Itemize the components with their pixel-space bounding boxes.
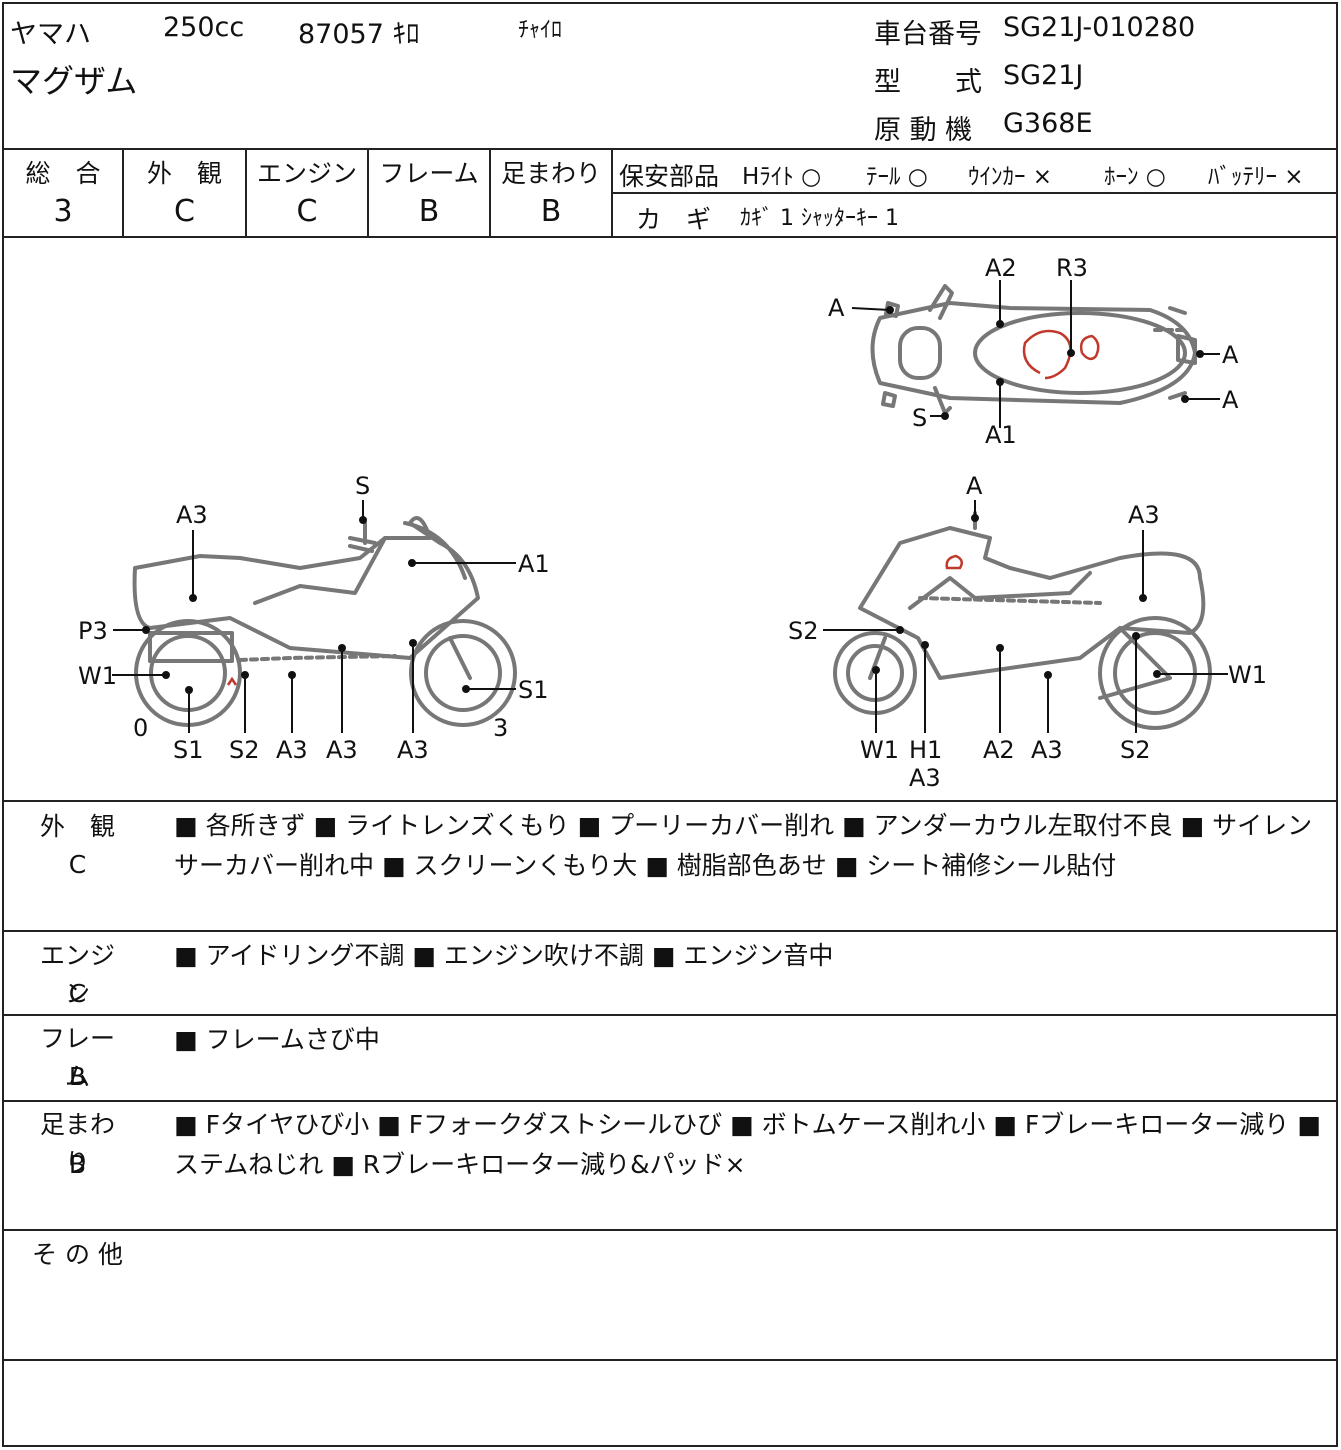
suspension-grade-label: 足まわり [500, 159, 601, 188]
diag-label: 0 [133, 714, 148, 742]
suspension-detail-text: ■ Fタイヤひび小 ■ Fフォークダストシールひび ■ ボトムケース削れ小 ■ … [174, 1110, 1321, 1179]
divider [2, 930, 1338, 932]
diag-label: A3 [176, 501, 208, 529]
frame-grade: B [418, 194, 440, 229]
divider [613, 192, 1338, 194]
engine-model-label: 原 動 機 [874, 115, 973, 146]
diag-label: A [1222, 341, 1239, 369]
safety-horn: ﾎｰﾝ ○ [1104, 164, 1166, 190]
mileage: 87057 ｷﾛ [298, 19, 420, 50]
diag-label: A1 [518, 550, 550, 578]
diag-label: A3 [326, 736, 358, 764]
frame-grade-label: フレーム [379, 159, 479, 188]
exterior-detail-label: 外 観 [39, 812, 115, 841]
right-side-scooter [833, 511, 1212, 730]
frame-number-label: 車台番号 [874, 19, 982, 50]
damage-marks [226, 329, 1100, 686]
diag-label: S2 [229, 736, 260, 764]
divider [2, 800, 1338, 802]
type-value: SG21J [1003, 60, 1084, 91]
damage-diagram: A2 R3 A A A S A1 S A3 A1 P3 W1 S1 0 3 S1… [78, 254, 1267, 792]
exterior-detail-text: ■ 各所きず ■ ライトレンズくもり ■ プーリーカバー削れ ■ アンダーカウル… [174, 811, 1313, 880]
diag-label: A3 [909, 764, 941, 792]
safety-battery: ﾊﾞｯﾃﾘｰ × [1208, 164, 1304, 190]
diag-label: S2 [1120, 736, 1151, 764]
maker: ヤマハ [10, 19, 91, 50]
diag-label: S1 [173, 736, 204, 764]
safety-parts-label: 保安部品 [619, 162, 720, 191]
diag-label: 3 [493, 714, 508, 742]
left-side-scooter [132, 516, 517, 727]
divider [245, 148, 247, 236]
divider [367, 148, 369, 236]
overall-grade: 3 [53, 194, 73, 229]
diag-label: S2 [788, 617, 819, 645]
diag-label: A2 [983, 736, 1015, 764]
frame-number: SG21J-010280 [1003, 12, 1196, 43]
diag-label: W1 [1228, 661, 1267, 689]
engine-detail-grade: C [68, 979, 87, 1008]
engine-grade-label: エンジン [256, 159, 357, 188]
divider [2, 1359, 1338, 1361]
diag-label: W1 [78, 662, 117, 690]
damage-mark [1079, 334, 1100, 361]
diag-label: S1 [518, 676, 549, 704]
exterior-grade: C [174, 194, 195, 229]
suspension-detail-grade: B [68, 1150, 87, 1179]
diag-label: A [966, 472, 983, 500]
other-detail-label: そ の 他 [32, 1240, 123, 1269]
exterior-detail-grade: C [68, 850, 87, 879]
diag-label: S [355, 472, 370, 500]
engine-detail-text: ■ アイドリング不調 ■ エンジン吹け不調 ■ エンジン音中 [174, 941, 834, 970]
divider [2, 236, 1338, 238]
suspension-grade: B [540, 194, 562, 229]
divider [489, 148, 491, 236]
diag-label: A2 [985, 254, 1017, 282]
damage-mark [945, 554, 964, 570]
engine-detail-label: エンジン [39, 941, 115, 1008]
damage-mark [226, 676, 238, 686]
divider [611, 148, 613, 236]
frame-detail-text: ■ フレームさび中 [174, 1025, 380, 1054]
safety-tail: ﾃｰﾙ ○ [866, 164, 928, 190]
leader-lines [112, 280, 1228, 733]
top-view-scooter [870, 284, 1197, 415]
engine-model: G368E [1003, 108, 1093, 139]
diag-label: A3 [1128, 501, 1160, 529]
model-name: マグザム [10, 62, 138, 100]
diag-label: A1 [985, 421, 1017, 449]
divider [2, 1229, 1338, 1231]
safety-headlight: Hﾗｲﾄ ○ [742, 164, 822, 190]
frame-detail-label: フレーム [39, 1024, 115, 1091]
diag-label: A3 [397, 736, 429, 764]
diag-label: W1 [860, 736, 899, 764]
diag-label: S [912, 404, 927, 432]
divider [122, 148, 124, 236]
divider [2, 148, 1338, 150]
diag-label: A [828, 294, 845, 322]
diag-label: H1 [909, 736, 942, 764]
divider [2, 1014, 1338, 1016]
diag-label: P3 [78, 617, 108, 645]
suspension-detail-label: 足まわり [39, 1110, 115, 1177]
overall-grade-label: 総 合 [25, 159, 101, 188]
keys-value: ｶｷﾞ 1 ｼｬｯﾀｰｷｰ 1 [740, 206, 899, 231]
diag-label: A3 [276, 736, 308, 764]
color: ﾁｬｲﾛ [518, 18, 563, 43]
diag-label: A [1222, 386, 1239, 414]
diag-label: R3 [1056, 254, 1088, 282]
divider [2, 1100, 1338, 1102]
safety-winker: ｳｲﾝｶｰ × [968, 164, 1053, 190]
diag-label: A3 [1031, 736, 1063, 764]
damage-mark [1022, 329, 1072, 380]
displacement: 250cc [163, 12, 245, 43]
exterior-grade-label: 外 観 [146, 159, 222, 188]
frame-detail-grade: B [68, 1062, 87, 1091]
type-label: 型 式 [874, 67, 982, 98]
keys-label: カ ギ [636, 205, 712, 234]
engine-grade: C [296, 194, 318, 229]
